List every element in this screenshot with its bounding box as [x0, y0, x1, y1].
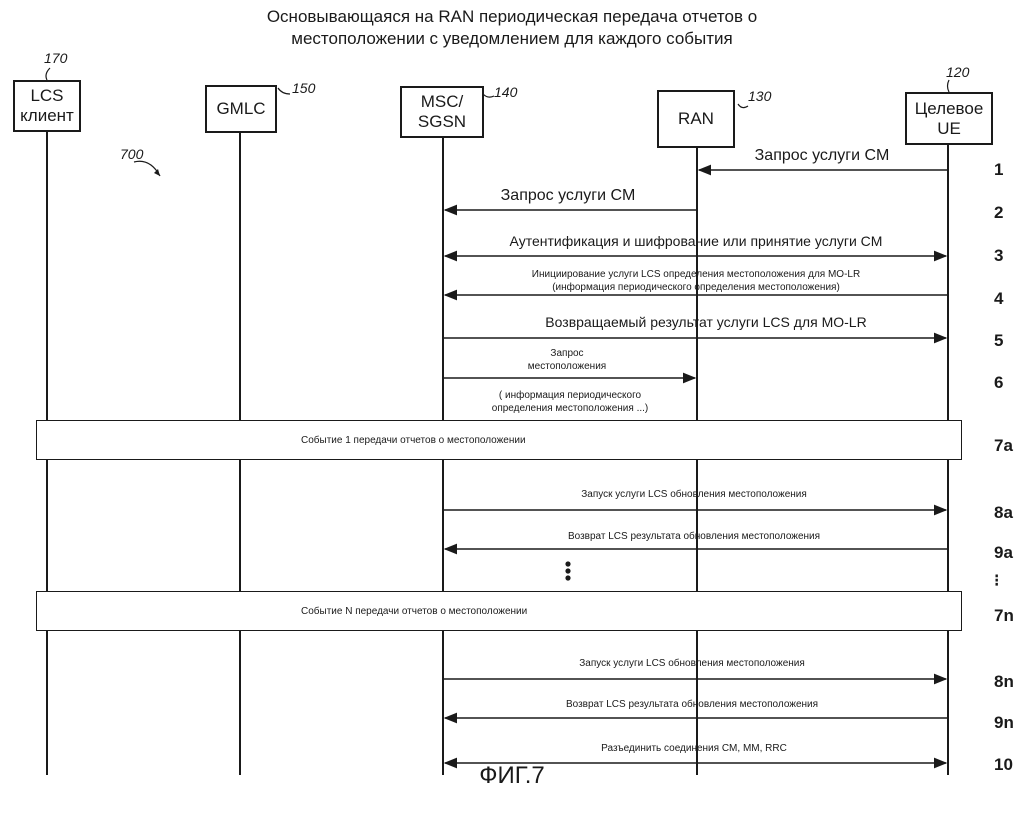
- entity-lcs-label-1: LCS: [30, 86, 64, 105]
- event-bar-7a: Событие 1 передачи отчетов о местоположе…: [36, 420, 962, 460]
- message-9n-label: Возврат LCS результата обновления местоп…: [565, 699, 819, 710]
- entity-ue-label-1: Целевое: [914, 98, 984, 118]
- message-6-line-2: местоположения: [527, 361, 607, 372]
- message-3-label: Аутентификация и шифрование или принятие…: [509, 233, 883, 249]
- message-1-label: Запрос услуги CM: [754, 147, 890, 164]
- ref-150: 150: [292, 80, 316, 96]
- step-8n: 8n: [994, 672, 1014, 691]
- entity-msc-label-1: MSC/: [420, 92, 464, 111]
- event-bar-7n: Событие N передачи отчетов о местоположе…: [36, 591, 962, 631]
- message-9a-label: Возврат LCS результата обновления местоп…: [567, 531, 821, 542]
- ref-700: 700: [120, 146, 144, 162]
- entity-ran: RAN: [657, 90, 735, 148]
- step-10: 10: [994, 755, 1013, 774]
- entity-lcs-client: LCS клиент: [13, 80, 81, 132]
- entity-ran-label: RAN: [678, 109, 714, 128]
- step-8a: 8a: [994, 503, 1013, 522]
- entity-gmlc: GMLC: [205, 85, 277, 133]
- entity-lcs-label-2: клиент: [20, 106, 74, 125]
- step-9n: 9n: [994, 713, 1014, 732]
- message-6-line-1: Запрос: [550, 348, 584, 359]
- step-1: 1: [994, 160, 1004, 179]
- entity-gmlc-label: GMLC: [216, 99, 266, 118]
- step-ellipsis: ⁝: [994, 571, 1000, 590]
- message-2-label: Запрос услуги CM: [500, 187, 636, 204]
- event-7n-label: Событие N передачи отчетов о местоположе…: [301, 605, 528, 617]
- entity-target-ue: Целевое UE: [905, 92, 993, 145]
- ref-120: 120: [946, 64, 970, 80]
- step-6: 6: [994, 373, 1004, 392]
- entity-msc-sgsn: MSC/ SGSN: [400, 86, 484, 138]
- entity-msc-label-2: SGSN: [417, 112, 467, 131]
- ellipsis-dots: [565, 561, 571, 581]
- entity-ue-label-2: UE: [937, 118, 961, 138]
- step-7n: 7n: [994, 606, 1014, 625]
- message-5-label: Возвращаемый результат услуги LCS для MO…: [545, 314, 867, 330]
- message-8a-label: Запуск услуги LCS обновления местоположе…: [581, 489, 807, 500]
- message-6-note: ( информация периодического определения …: [492, 389, 648, 415]
- step-5: 5: [994, 331, 1004, 350]
- message-4-line-1: Инициирование услуги LCS определения мес…: [531, 269, 861, 280]
- step-2: 2: [994, 203, 1004, 222]
- message-6-label: Запрос местоположения: [528, 347, 606, 373]
- step-9a: 9a: [994, 543, 1013, 562]
- message-8n-label: Запуск услуги LCS обновления местоположе…: [579, 658, 805, 669]
- message-10-label: Разъединить соединения CM, MM, RRC: [601, 743, 787, 754]
- step-3: 3: [994, 246, 1004, 265]
- step-4: 4: [994, 289, 1004, 308]
- ref-140: 140: [494, 84, 518, 100]
- figure-caption: ФИГ.7: [479, 762, 545, 789]
- message-6-line-3: ( информация периодического: [498, 390, 642, 401]
- diagram-title-line-2: местоположении с уведомлением для каждог…: [291, 29, 733, 48]
- diagram-title-line-1: Основывающаяся на RAN периодическая пере…: [266, 7, 758, 26]
- message-6-line-4: определения местоположения ...): [491, 403, 649, 414]
- message-4-line-2: (информация периодического определения м…: [552, 282, 840, 293]
- step-7a: 7a: [994, 436, 1013, 455]
- ref-130: 130: [748, 88, 772, 104]
- message-4-label: Инициирование услуги LCS определения мес…: [532, 268, 860, 294]
- event-7a-label: Событие 1 передачи отчетов о местоположе…: [301, 434, 526, 446]
- ref-170: 170: [44, 50, 68, 66]
